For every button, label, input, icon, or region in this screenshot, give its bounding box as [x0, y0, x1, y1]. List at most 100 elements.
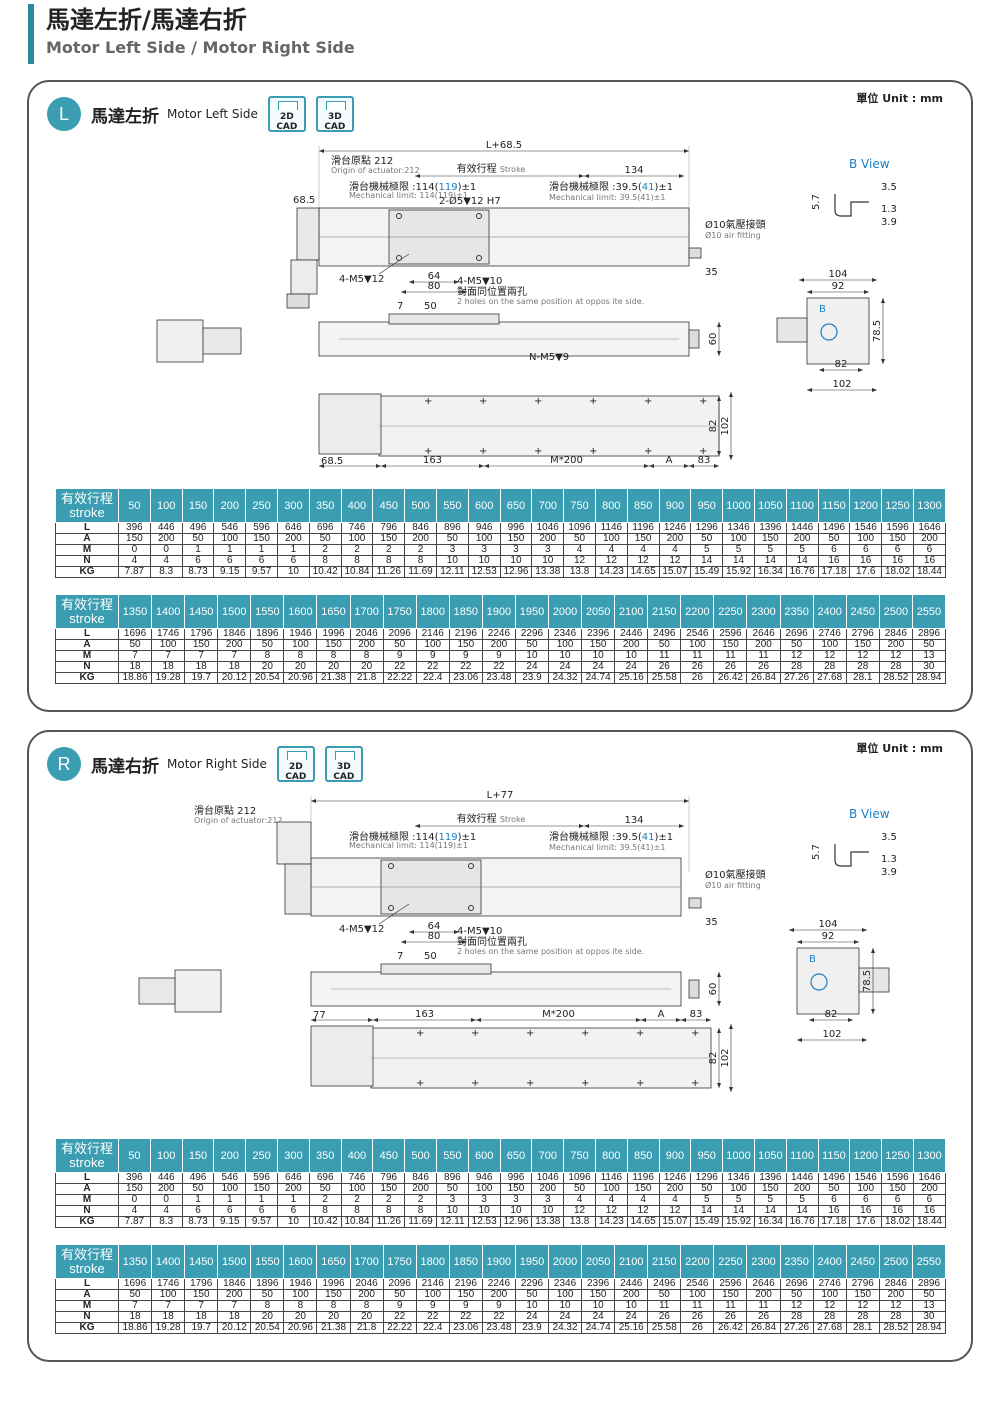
origin-label: 滑台原點 212: [194, 804, 256, 817]
table-cell: 20.54: [250, 1322, 285, 1334]
table-cell: 50: [911, 1289, 947, 1301]
table-cell: 7: [117, 650, 153, 662]
table-cell: 23.9: [514, 672, 550, 684]
stroke-value: 100: [149, 488, 183, 523]
table-cell: 1146: [594, 1172, 628, 1184]
table-cell: 1646: [912, 1172, 947, 1184]
end-cap: [688, 329, 700, 349]
table-cell: 4: [658, 1194, 692, 1206]
table-cell: 200: [614, 639, 649, 651]
table-cell: 1: [276, 1194, 310, 1206]
table-cell: 24: [514, 661, 550, 673]
table-cell: 100: [283, 1289, 318, 1301]
stroke-value: 900: [658, 1138, 692, 1173]
table-cell: 7: [217, 1300, 252, 1312]
table-cell: 22.4: [415, 1322, 450, 1334]
table-cell: 6: [213, 1205, 247, 1217]
table-cell: 12.53: [467, 566, 501, 578]
table-cell: 20.12: [217, 1322, 252, 1334]
table-cell: 1796: [184, 628, 219, 640]
table-cell: 10: [531, 555, 565, 567]
table-cell: 150: [316, 1289, 351, 1301]
table-cell: 200: [912, 533, 947, 545]
table-cell: 596: [245, 1172, 278, 1184]
table-cell: 8: [340, 1205, 374, 1217]
stroke-value: 1850: [448, 594, 483, 629]
carriage-side: [380, 963, 492, 975]
table-cell: 1346: [722, 1172, 755, 1184]
motor-housing-bottom: [318, 393, 382, 455]
dim-offset-bottom-arrow: [368, 1018, 373, 1022]
dim-m200-arrow: [636, 1018, 641, 1022]
table-cell: 16: [849, 1205, 883, 1217]
dim-60-label: 60: [708, 333, 719, 346]
dim-35: 35: [705, 917, 718, 928]
table-cell: 28: [779, 1311, 814, 1323]
table-cell: 150: [499, 1183, 533, 1195]
motor-offset-label: 68.5: [293, 195, 315, 206]
table-cell: 50: [382, 639, 417, 651]
table-cell: 1046: [531, 522, 565, 534]
table-cell: 5: [785, 544, 819, 556]
b-view-title: B View: [849, 157, 890, 171]
stroke-value: 2350: [779, 1244, 814, 1279]
dim-92-label: 92: [822, 931, 835, 942]
table-cell: 2846: [878, 628, 913, 640]
table-cell: 10.42: [308, 1216, 342, 1228]
table-cell: 8: [404, 1205, 437, 1217]
table-cell: 2396: [581, 1278, 616, 1290]
dim-92-label: 92: [832, 281, 845, 292]
table-cell: 16.76: [785, 1216, 819, 1228]
table-cell: 13.8: [563, 1216, 596, 1228]
table-cell: 946: [467, 522, 501, 534]
table-cell: 2: [404, 544, 437, 556]
table-cell: 22: [448, 1311, 483, 1323]
dim-102-arrow: [729, 392, 733, 397]
stroke-value: 1250: [881, 1138, 914, 1173]
table-cell: 200: [912, 1183, 947, 1195]
table-cell: 22: [382, 1311, 417, 1323]
table-cell: 200: [349, 1289, 384, 1301]
stroke-value: 900: [658, 488, 692, 523]
table-cell: 2246: [481, 628, 516, 640]
table-cell: 50: [514, 1289, 550, 1301]
table-cell: 12: [626, 1205, 660, 1217]
stroke-value: 1400: [151, 594, 186, 629]
table-cell: 9.57: [245, 1216, 278, 1228]
table-cell: 150: [245, 533, 278, 545]
table-cell: 18: [184, 661, 219, 673]
table-cell: 3: [435, 1194, 469, 1206]
table-cell: 10: [581, 650, 616, 662]
table-cell: 8: [340, 555, 374, 567]
table-cell: 22: [481, 1311, 516, 1323]
table-cell: 10: [499, 555, 533, 567]
dim-78-5-label: 78.5: [872, 320, 883, 342]
table-cell: 16: [912, 1205, 947, 1217]
motor-body: [290, 259, 318, 295]
table-cell: 150: [581, 639, 616, 651]
table-cell: 11: [680, 650, 715, 662]
table-cell: 150: [581, 1289, 616, 1301]
dim-82-arrow: [717, 1028, 721, 1033]
stroke-value: 1000: [722, 488, 755, 523]
stroke-value: 2250: [713, 1244, 748, 1279]
table-cell: 7: [184, 650, 219, 662]
table-cell: 3: [499, 1194, 533, 1206]
table-cell: 1496: [817, 522, 851, 534]
stroke-value: 1700: [349, 594, 384, 629]
b-view-profile: [834, 194, 869, 217]
stroke-value: 950: [690, 1138, 724, 1173]
row-label: L: [55, 1172, 119, 1184]
table-cell: 50: [308, 1183, 342, 1195]
mech-limit-left-en: Mechanical limit: 114(119)±1: [349, 191, 468, 200]
stroke-value: 400: [340, 1138, 374, 1173]
table-cell: 12: [878, 650, 913, 662]
